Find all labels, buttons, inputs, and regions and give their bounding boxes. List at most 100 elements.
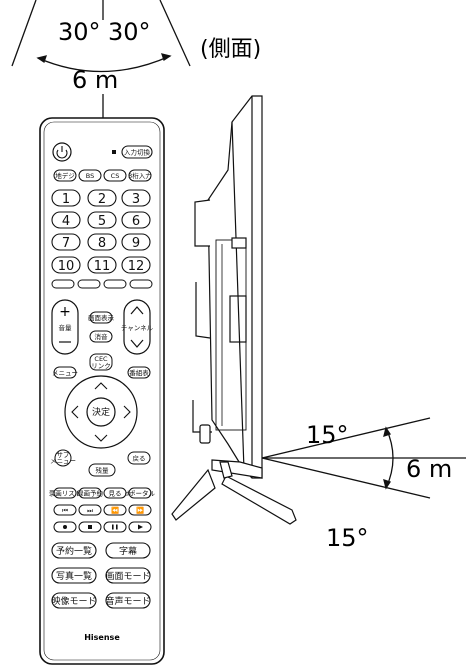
pause-icon	[112, 524, 114, 530]
volume-up-icon: +	[59, 304, 71, 320]
button-bs[interactable]: BS	[78, 169, 102, 182]
num-button-5[interactable]: 5	[87, 211, 117, 229]
svg-text:1: 1	[62, 192, 70, 207]
svg-text:11: 11	[94, 259, 111, 274]
pause-button[interactable]	[103, 521, 127, 533]
svg-text:写真一覧: 写真一覧	[56, 570, 92, 582]
svg-text:9: 9	[132, 236, 140, 251]
num-button-6[interactable]: 6	[121, 211, 151, 229]
tv-port-2	[229, 295, 247, 343]
menu-button[interactable]: メニュー	[52, 366, 78, 379]
side-arc-arrow-up	[383, 426, 392, 437]
watch-button[interactable]: 見る	[103, 487, 127, 499]
back-button[interactable]: 戻る	[127, 451, 151, 465]
num-button-4[interactable]: 4	[51, 211, 81, 229]
button-terrestrial[interactable]: 地デジ	[53, 169, 77, 182]
fast-forward-icon: ⏩	[136, 507, 144, 515]
remote-control: 入力切換 地デジ BS CS 3桁入力 1 2 3	[39, 117, 165, 665]
num-button-3[interactable]: 3	[121, 189, 151, 207]
sub-menu-button[interactable]: サブ メニュー	[50, 449, 76, 467]
num-button-12[interactable]: 12	[121, 256, 151, 274]
side-cone-upper-edge	[261, 417, 431, 459]
screen-mode-button[interactable]: 画面モード	[105, 567, 151, 584]
svg-text:5: 5	[98, 214, 106, 229]
reception-cone	[11, 0, 191, 118]
rec-reserve-button[interactable]: 録画予約	[77, 487, 104, 499]
svg-text:6: 6	[132, 214, 140, 229]
svg-text:録画予約: 録画予約	[77, 489, 104, 498]
num-button-11[interactable]: 11	[87, 256, 117, 274]
volume-rocker[interactable]: + 音量	[51, 299, 79, 355]
num-button-10[interactable]: 10	[51, 256, 81, 274]
subtitle-button[interactable]: 字幕	[105, 542, 151, 559]
side-distance-label: 6 m	[406, 455, 452, 483]
skip-back-button[interactable]: ⏮	[53, 504, 77, 516]
record-button[interactable]	[53, 521, 77, 533]
program-guide-button[interactable]: 番組表	[127, 366, 151, 379]
ok-button[interactable]: 決定	[86, 397, 116, 427]
angle-right-label: 30°	[108, 18, 151, 46]
side-view-label: (側面)	[200, 37, 261, 62]
num-button-1[interactable]: 1	[51, 189, 81, 207]
arrow-up-icon	[94, 382, 108, 390]
svg-text:入力切換: 入力切換	[124, 148, 151, 157]
fast-forward-button[interactable]: ⏩	[128, 504, 152, 516]
rewind-button[interactable]: ⏪	[103, 504, 127, 516]
record-icon	[63, 525, 67, 529]
schedule-list-button[interactable]: 予約一覧	[51, 542, 97, 559]
tuner-buttons: 地デジ BS CS 3桁入力	[53, 169, 152, 182]
svg-text:決定: 決定	[92, 406, 110, 418]
svg-text:メニュー: メニュー	[50, 457, 76, 465]
num-button-7[interactable]: 7	[51, 233, 81, 251]
stop-icon	[88, 525, 92, 529]
screen-display-button[interactable]: 画面表示	[88, 311, 115, 324]
skip-forward-icon: ⏭	[87, 507, 93, 515]
svg-text:予約一覧: 予約一覧	[56, 545, 92, 557]
num-button-8[interactable]: 8	[87, 233, 117, 251]
color-button-red[interactable]	[77, 279, 101, 289]
button-cs[interactable]: CS	[103, 169, 127, 182]
stop-button[interactable]	[78, 521, 102, 533]
svg-text:音量: 音量	[59, 323, 73, 332]
d-portal-button[interactable]: dポータル	[125, 487, 156, 499]
tv-rear-bracket-mid	[195, 282, 211, 339]
svg-text:残量: 残量	[96, 466, 110, 475]
tv-port-3	[199, 424, 211, 444]
svg-text:字幕: 字幕	[119, 545, 137, 557]
brand-logo: Hisense	[84, 633, 120, 642]
number-pad: 1 2 3 4 5 6 7 8 9 10 11 12	[51, 189, 151, 274]
audio-mode-button[interactable]: 音声モード	[105, 592, 151, 609]
svg-text:見る: 見る	[109, 490, 122, 498]
color-buttons	[51, 279, 153, 289]
num-button-9[interactable]: 9	[121, 233, 151, 251]
svg-text:地デジ: 地デジ	[55, 171, 75, 180]
arrow-down-icon	[94, 434, 108, 442]
button-3digit[interactable]: 3桁入力	[128, 169, 152, 182]
channel-rocker[interactable]: チャンネル	[121, 299, 154, 355]
rewind-icon: ⏪	[111, 507, 119, 515]
rec-list-button[interactable]: 录画リスト	[49, 487, 82, 499]
side-arc-arrow-down	[383, 479, 392, 490]
mute-button[interactable]: 消音	[89, 330, 113, 343]
arrow-right-icon	[123, 405, 131, 419]
video-mode-button[interactable]: 映像モード	[51, 592, 97, 609]
svg-text:音声モード: 音声モード	[105, 595, 150, 607]
svg-text:dポータル: dポータル	[125, 489, 156, 498]
color-button-blue[interactable]	[51, 279, 75, 289]
tv-rear-bracket-top	[194, 199, 211, 247]
photo-list-button[interactable]: 写真一覧	[51, 567, 97, 584]
svg-text:4: 4	[62, 214, 70, 229]
num-button-2[interactable]: 2	[87, 189, 117, 207]
cec-link-button[interactable]: CEC リンク	[89, 353, 113, 371]
input-button[interactable]: 入力切換	[121, 145, 153, 159]
power-button[interactable]	[52, 142, 72, 162]
svg-text:10: 10	[58, 259, 75, 274]
color-button-yellow[interactable]	[129, 279, 153, 289]
remain-button[interactable]: 残量	[88, 463, 116, 477]
svg-text:录画リスト: 录画リスト	[49, 490, 82, 498]
play-button[interactable]	[128, 521, 152, 533]
skip-forward-button[interactable]: ⏭	[78, 504, 102, 516]
color-button-green[interactable]	[103, 279, 127, 289]
side-angle-bottom-label: 15°	[326, 524, 369, 552]
